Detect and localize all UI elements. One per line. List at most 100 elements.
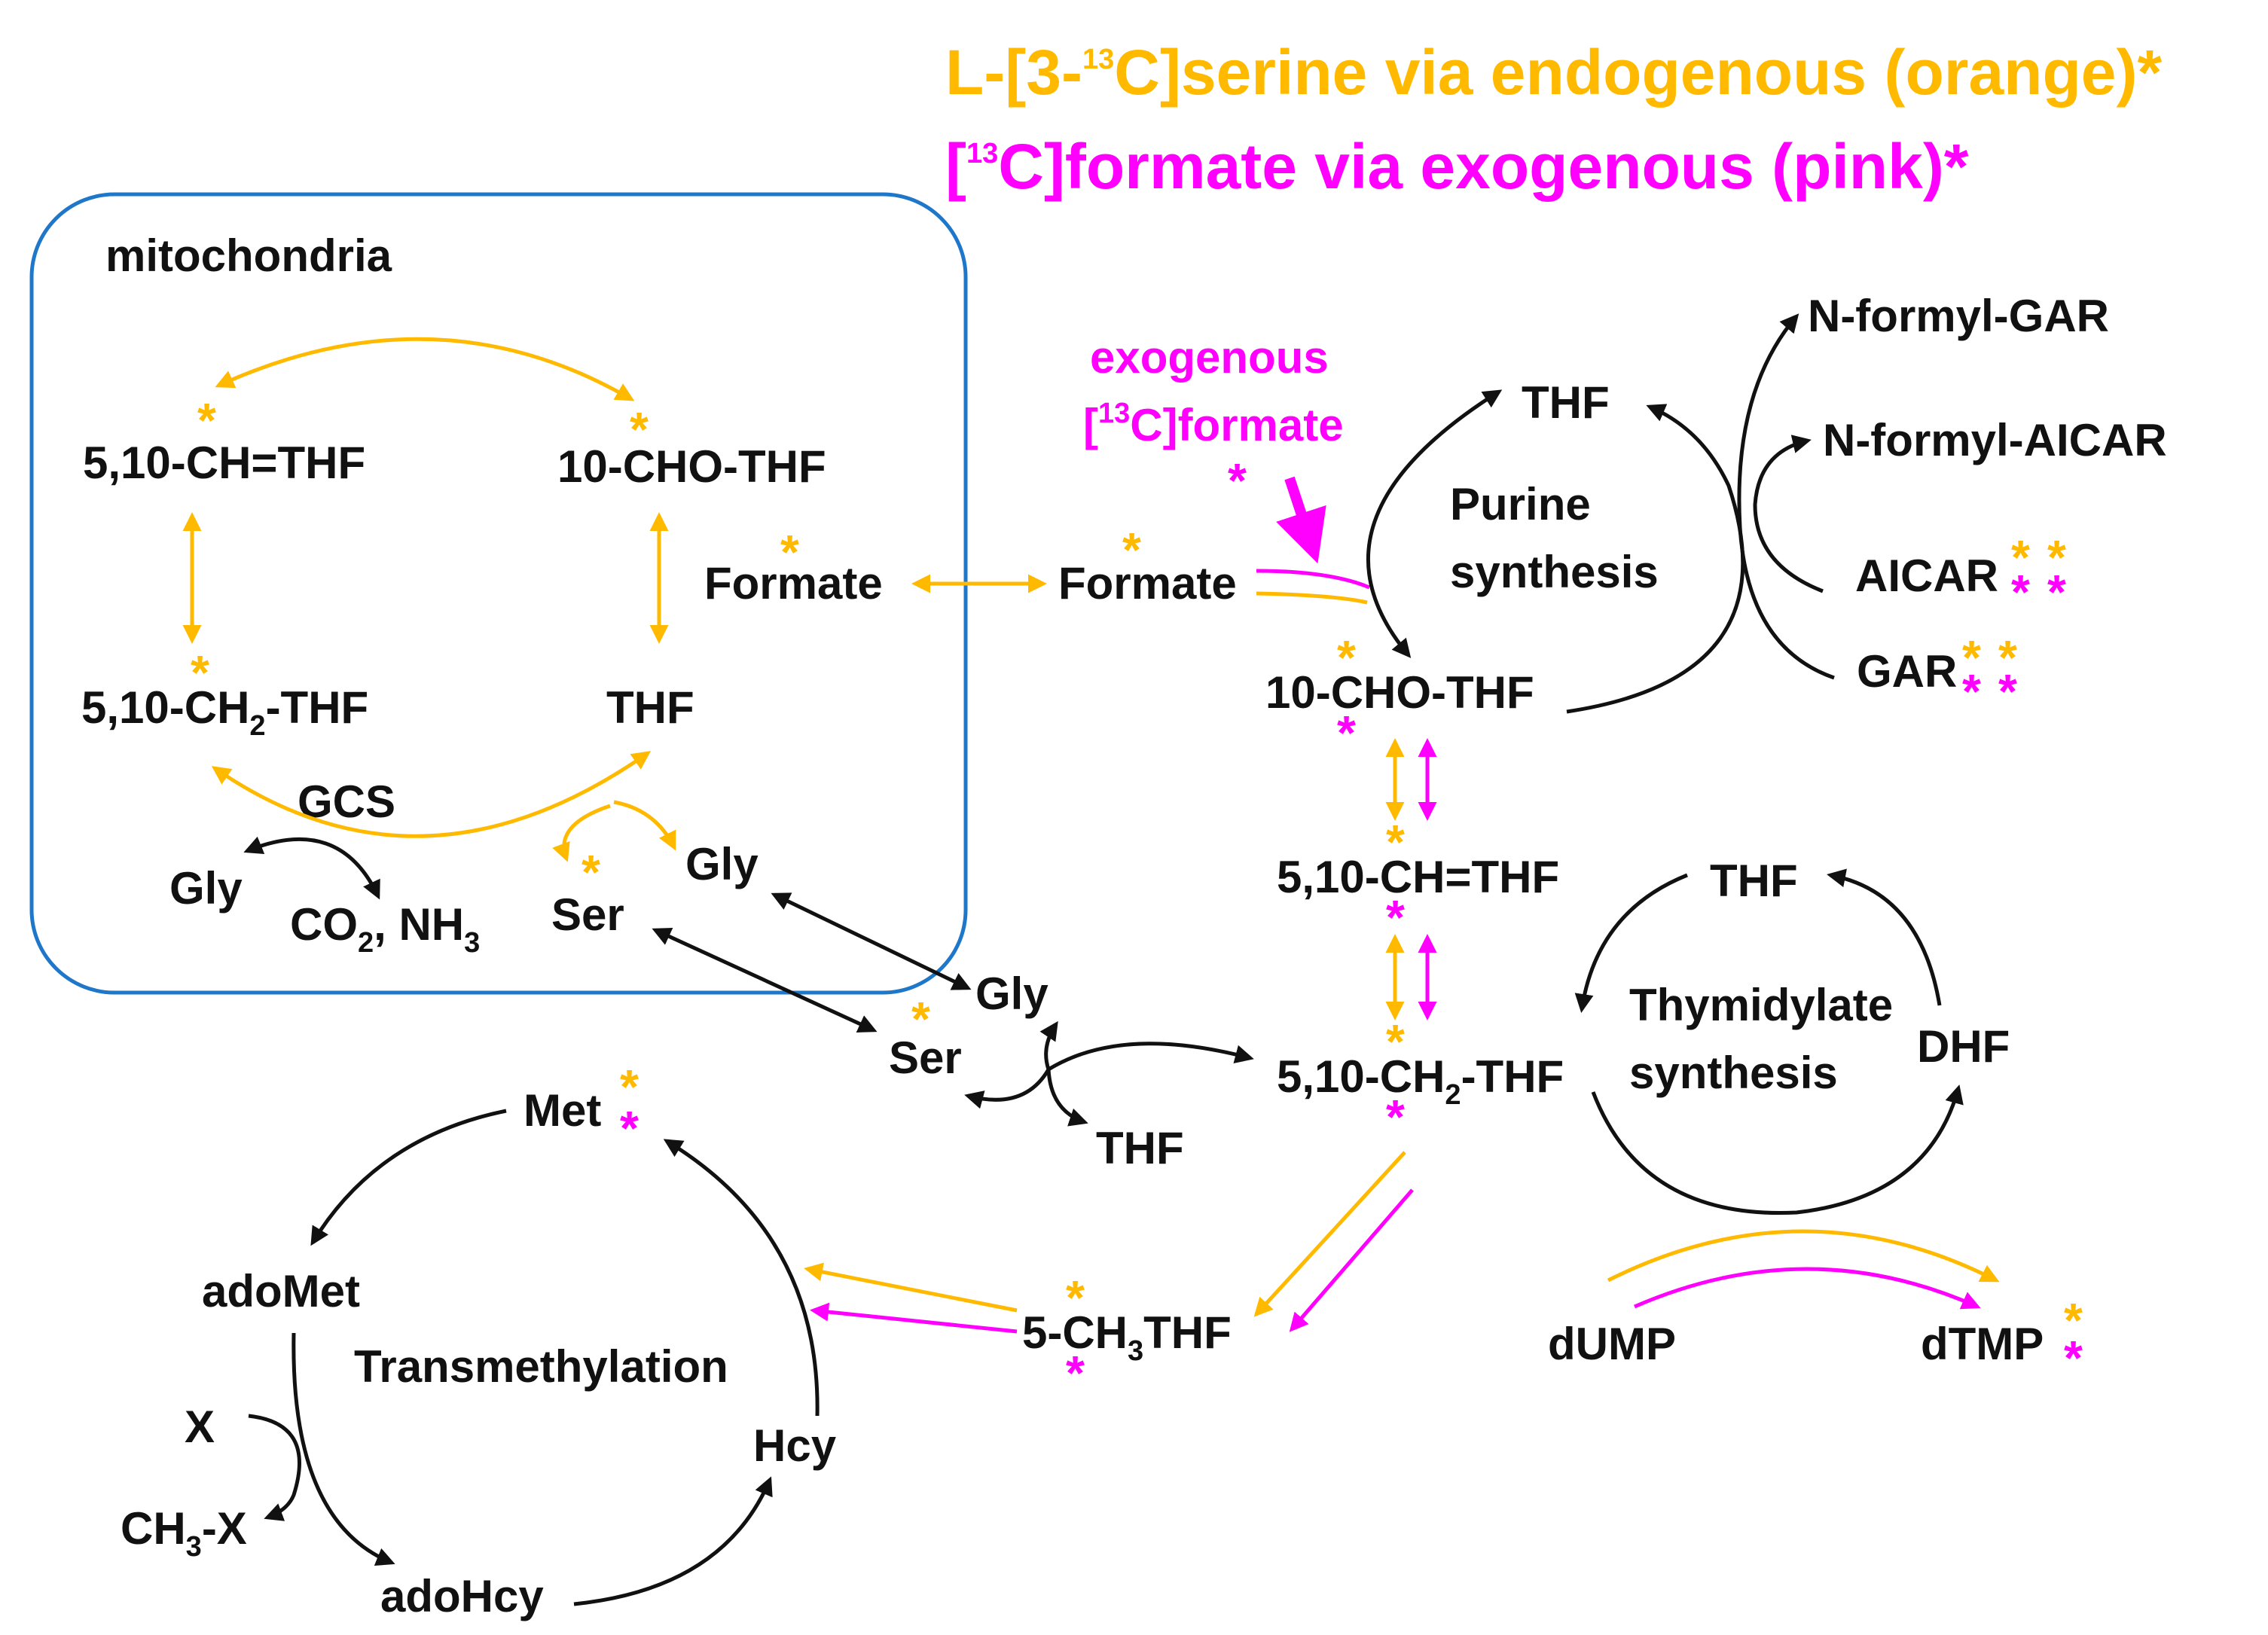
dhf-to-thf-arc (1827, 868, 1942, 1006)
hcy-to-met (663, 1139, 820, 1417)
purine-label-1: Purine (1450, 479, 1591, 529)
gar-to-n-formyl-gar (1737, 313, 1835, 680)
mito-ser: Ser (551, 889, 624, 940)
n-formyl-aicar: N-formyl-AICAR (1823, 415, 2167, 465)
cyto-thf-low: THF (1096, 1123, 1184, 1173)
star-dtmp-o: * (2064, 1293, 2083, 1347)
star-mito-formate: * (780, 525, 799, 579)
star-mito-ch2-thf: * (191, 645, 209, 700)
ch3-thf-to-hcy-orange (804, 1262, 1018, 1313)
exogenous-label: exogenous (1090, 332, 1329, 383)
purine-thf: THF (1522, 377, 1610, 428)
star-aicar-p2: * (2047, 565, 2066, 619)
star-cyto-ch-p: * (1386, 890, 1405, 944)
co2-nh3: CO2, NH3 (290, 899, 480, 959)
thymidylate-label-2: synthesis (1629, 1048, 1838, 1098)
adomet-to-adohcy (292, 1332, 395, 1566)
star-mito-ser: * (581, 845, 600, 899)
cyto-formate: Formate (1058, 558, 1237, 609)
mito-gly-right: Gly (685, 839, 759, 889)
cyto-10-cho-thf: 10-CHO-THF (1265, 667, 1534, 718)
shmt-thf-to-ch2 (1047, 1042, 1254, 1072)
thymidylate-thf: THF (1710, 856, 1798, 906)
star-aicar-o1: * (2011, 530, 2030, 584)
purine-arc-to-thf (1366, 389, 1503, 658)
star-ch3-thf-p: * (1066, 1346, 1085, 1400)
mito-thf-to-gly (613, 800, 676, 851)
x-acceptor: X (185, 1402, 215, 1452)
star-cyto-cho-o: * (1337, 630, 1356, 685)
cyto-5-10-ch2-thf: 5,10-CH2-THF (1277, 1051, 1564, 1111)
star-mito-ch-thf: * (197, 393, 216, 447)
star-gar-p1: * (1962, 664, 1981, 718)
thf-to-ch2-arc (1574, 873, 1688, 1013)
star-met-p: * (620, 1101, 639, 1155)
ch3-thf: 5-CH3THF (1022, 1307, 1232, 1367)
cyto-5-10-ch-thf: 5,10-CH=THF (1277, 852, 1559, 902)
star-gar-o2: * (1998, 630, 2017, 685)
dump-to-dtmp-pink (1634, 1267, 1981, 1310)
mitochondria-box (29, 192, 968, 995)
mito-5-10-ch-thf: 5,10-CH=THF (83, 438, 365, 488)
transmethylation-label: Transmethylation (354, 1341, 728, 1392)
gly-transport-arrow (771, 892, 972, 990)
star-aicar-o2: * (2047, 530, 2066, 584)
legend-serine: L-[3-13C]serine via endogenous (orange)* (945, 37, 2162, 108)
star-cyto-ch-o: * (1386, 815, 1405, 869)
star-mito-cho-thf: * (630, 402, 649, 456)
star-cyto-cho-p: * (1337, 706, 1356, 760)
dump-to-dtmp-orange (1607, 1229, 2000, 1283)
gcs-gly-to-co2 (243, 836, 380, 900)
met-to-adomet (310, 1109, 507, 1246)
ch2-to-ch3-pink (1289, 1188, 1414, 1332)
star-cyto-ser: * (911, 992, 930, 1046)
n-formyl-gar: N-formyl-GAR (1808, 291, 2109, 341)
mito-thf: THF (606, 682, 694, 733)
shmt-to-ser (964, 1068, 1051, 1109)
star-ch3-thf-o: * (1066, 1270, 1085, 1325)
mito-ser-to-thf (552, 804, 611, 862)
formate-to-cho-pink (1256, 569, 1370, 590)
adohcy: adoHcy (380, 1571, 544, 1621)
dump: dUMP (1548, 1319, 1676, 1369)
aicar-to-n-formyl-aicar (1753, 435, 1824, 593)
exogenous-input-arrow (1276, 476, 1326, 564)
star-gar-o1: * (1962, 630, 1981, 685)
ch2-to-dhf-arc (1591, 1084, 1964, 1216)
ser-transport-arrow (652, 927, 878, 1033)
exogenous-formate-label: [13C]formate (1083, 398, 1344, 450)
mito-10-cho-thf: 10-CHO-THF (557, 441, 826, 492)
hcy: Hcy (753, 1420, 837, 1471)
purine-label-2: synthesis (1450, 547, 1659, 597)
star-cyto-formate: * (1122, 523, 1141, 577)
star-cyto-ch2-p: * (1386, 1090, 1405, 1144)
adomet: adoMet (202, 1266, 360, 1316)
star-exogenous: * (1228, 453, 1247, 508)
shmt-to-gly (1039, 1020, 1058, 1070)
mito-5-10-ch2-thf: 5,10-CH2-THF (81, 682, 368, 742)
adohcy-to-hcy (573, 1476, 773, 1606)
mito-gly: Gly (169, 863, 243, 914)
x-to-ch3x (248, 1414, 301, 1521)
star-cyto-ch2-o: * (1386, 1014, 1405, 1069)
formate-to-cho-orange (1256, 591, 1368, 605)
cyto-gly: Gly (975, 968, 1049, 1019)
aicar: AICAR (1855, 551, 1998, 601)
shmt-to-thf (1046, 1069, 1088, 1127)
cyto-ser: Ser (889, 1033, 962, 1083)
mito-arc-bottom (211, 751, 652, 838)
ch3-thf-to-hcy-pink (810, 1302, 1018, 1334)
ch2-to-ch3-orange (1253, 1151, 1406, 1317)
ch3-x: CH3-X (121, 1503, 247, 1563)
star-aicar-p1: * (2011, 565, 2030, 619)
legend-formate: [13C]formate via exogenous (pink)* (945, 131, 1969, 202)
dhf: DHF (1917, 1021, 2010, 1072)
mito-formate: Formate (704, 558, 883, 609)
star-met-o: * (620, 1060, 639, 1114)
gar: GAR (1857, 646, 1957, 697)
mitochondria-label: mitochondria (105, 230, 392, 281)
star-gar-p2: * (1998, 664, 2017, 718)
mito-arc-top (215, 337, 635, 401)
star-dtmp-p: * (2064, 1331, 2083, 1385)
